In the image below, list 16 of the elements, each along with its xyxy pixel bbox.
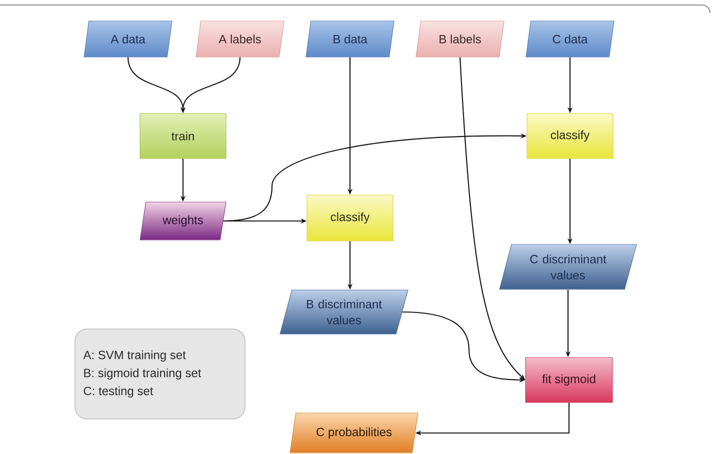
key-text: A: SVM training set [83, 350, 186, 362]
process-box: train [140, 113, 226, 159]
parallelogram: weights [140, 202, 226, 240]
parallelogram: B labels [416, 20, 504, 58]
process-box: classify [526, 113, 614, 159]
parallelogram: C probabilities [290, 412, 418, 454]
parallelogram: B discriminant values [280, 290, 408, 334]
parallelogram: A labels [196, 20, 284, 58]
parallelogram: C discriminant values [499, 244, 637, 290]
parallelogram: C data [526, 20, 614, 58]
process-box: classify [306, 194, 394, 242]
process-box: fit sigmoid [525, 357, 613, 403]
parallelogram: B data [306, 20, 394, 58]
key-text: B: sigmoid training set [84, 368, 202, 380]
key-text: C: testing set [84, 386, 154, 398]
parallelogram: A data [84, 20, 172, 58]
